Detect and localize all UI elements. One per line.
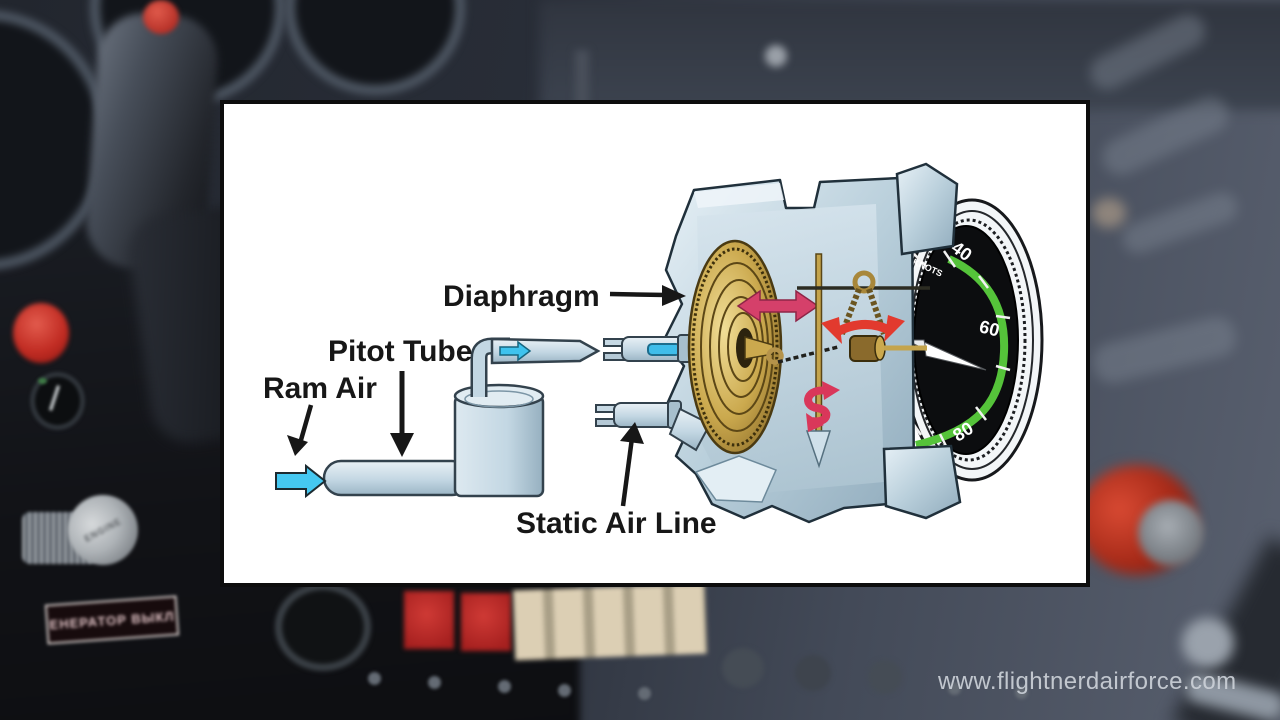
screw-dot <box>428 676 441 689</box>
green-arc <box>915 255 1009 449</box>
bottom-knob <box>868 660 902 694</box>
sector-pivot-loop <box>852 270 876 294</box>
label-ram-air: Ram Air <box>263 372 377 405</box>
case-top-highlight <box>694 183 784 208</box>
ram-air-arrow-line <box>298 404 314 441</box>
drum-cap <box>874 335 886 361</box>
screw-dot <box>638 687 651 700</box>
gauge-number-60: 60 <box>977 316 1001 340</box>
static-arrow-head <box>620 422 644 444</box>
tip-airflow-arrow <box>499 340 532 362</box>
mini-gauge-green-mark <box>38 378 47 384</box>
vertical-shaft <box>815 253 823 443</box>
pitot-air-in-line <box>647 343 681 356</box>
diaphragm-arrow-head <box>662 285 686 306</box>
case-top-lug <box>895 162 959 256</box>
red-push-button <box>13 303 69 363</box>
hub-clevis-ring <box>766 347 784 365</box>
diagram-panel: KNOTS 40 60 80 <box>220 100 1090 587</box>
label-pitot-tube: Pitot Tube <box>328 335 472 368</box>
pitot-line-fitting <box>603 334 692 363</box>
red-indicator-light <box>404 591 454 649</box>
diaphragm-arrow-line <box>609 291 667 298</box>
light-streak <box>1118 188 1242 258</box>
light-streak <box>1089 313 1240 387</box>
glareshield <box>540 0 1280 110</box>
screw-dot <box>948 682 961 695</box>
label-diaphragm: Diaphragm <box>443 280 600 313</box>
shaft-rotation-arrow <box>804 381 840 432</box>
background-gauge-dial <box>285 0 465 95</box>
red-indicator-light <box>461 593 511 651</box>
screw-dot <box>1015 686 1028 699</box>
background-light-dot <box>765 45 787 67</box>
shaft-and-sector <box>797 253 930 469</box>
label-static-air-line: Static Air Line <box>516 507 717 540</box>
ram-air-arrow-head <box>287 435 308 456</box>
stick-red-button <box>143 0 179 34</box>
pitot-arrow-head <box>390 433 414 457</box>
pitot-tube-assembly <box>322 337 601 498</box>
screw-dot <box>368 672 381 685</box>
light-knob <box>1182 618 1234 668</box>
hub-cone <box>744 336 774 360</box>
watermark-url: www.flightnerdairforce.com <box>938 668 1237 695</box>
screw-dot <box>558 684 571 697</box>
case-bottom-cut <box>694 455 778 503</box>
pitot-body <box>453 394 545 498</box>
linkage-rod <box>777 345 839 364</box>
ram-air-arrow <box>275 463 327 499</box>
diaphragm-knurl <box>691 247 779 447</box>
bottom-dial <box>275 583 371 671</box>
dial-tick-marks <box>910 250 1011 451</box>
callout-labels: Diaphragm Pitot Tube Ram Air Static Air … <box>263 280 717 540</box>
case-bottom-lug <box>882 444 962 520</box>
bezel-knurl-ring <box>911 218 1027 462</box>
screw-dot <box>498 680 511 693</box>
placard-text: ЕНЕРАТОР ВЫКЛ <box>49 608 175 632</box>
airspeed-gauge: KNOTS 40 60 80 <box>900 198 1044 482</box>
breaker-switch-row <box>512 583 708 661</box>
sector-rocking-arrow <box>821 315 905 344</box>
bottom-knob <box>795 655 831 691</box>
engine-knob-text: ENGINE <box>82 516 124 544</box>
static-arrow-line <box>620 437 635 507</box>
shaft-end-vane <box>805 430 832 469</box>
pitot-nose-tube <box>322 459 471 497</box>
bottom-knob <box>722 648 764 688</box>
beige-blob <box>1092 198 1126 228</box>
red-knob-metal-face <box>1138 500 1204 566</box>
pitot-static-diagram: KNOTS 40 60 80 <box>263 162 1044 540</box>
pitot-body-flange <box>464 390 534 408</box>
